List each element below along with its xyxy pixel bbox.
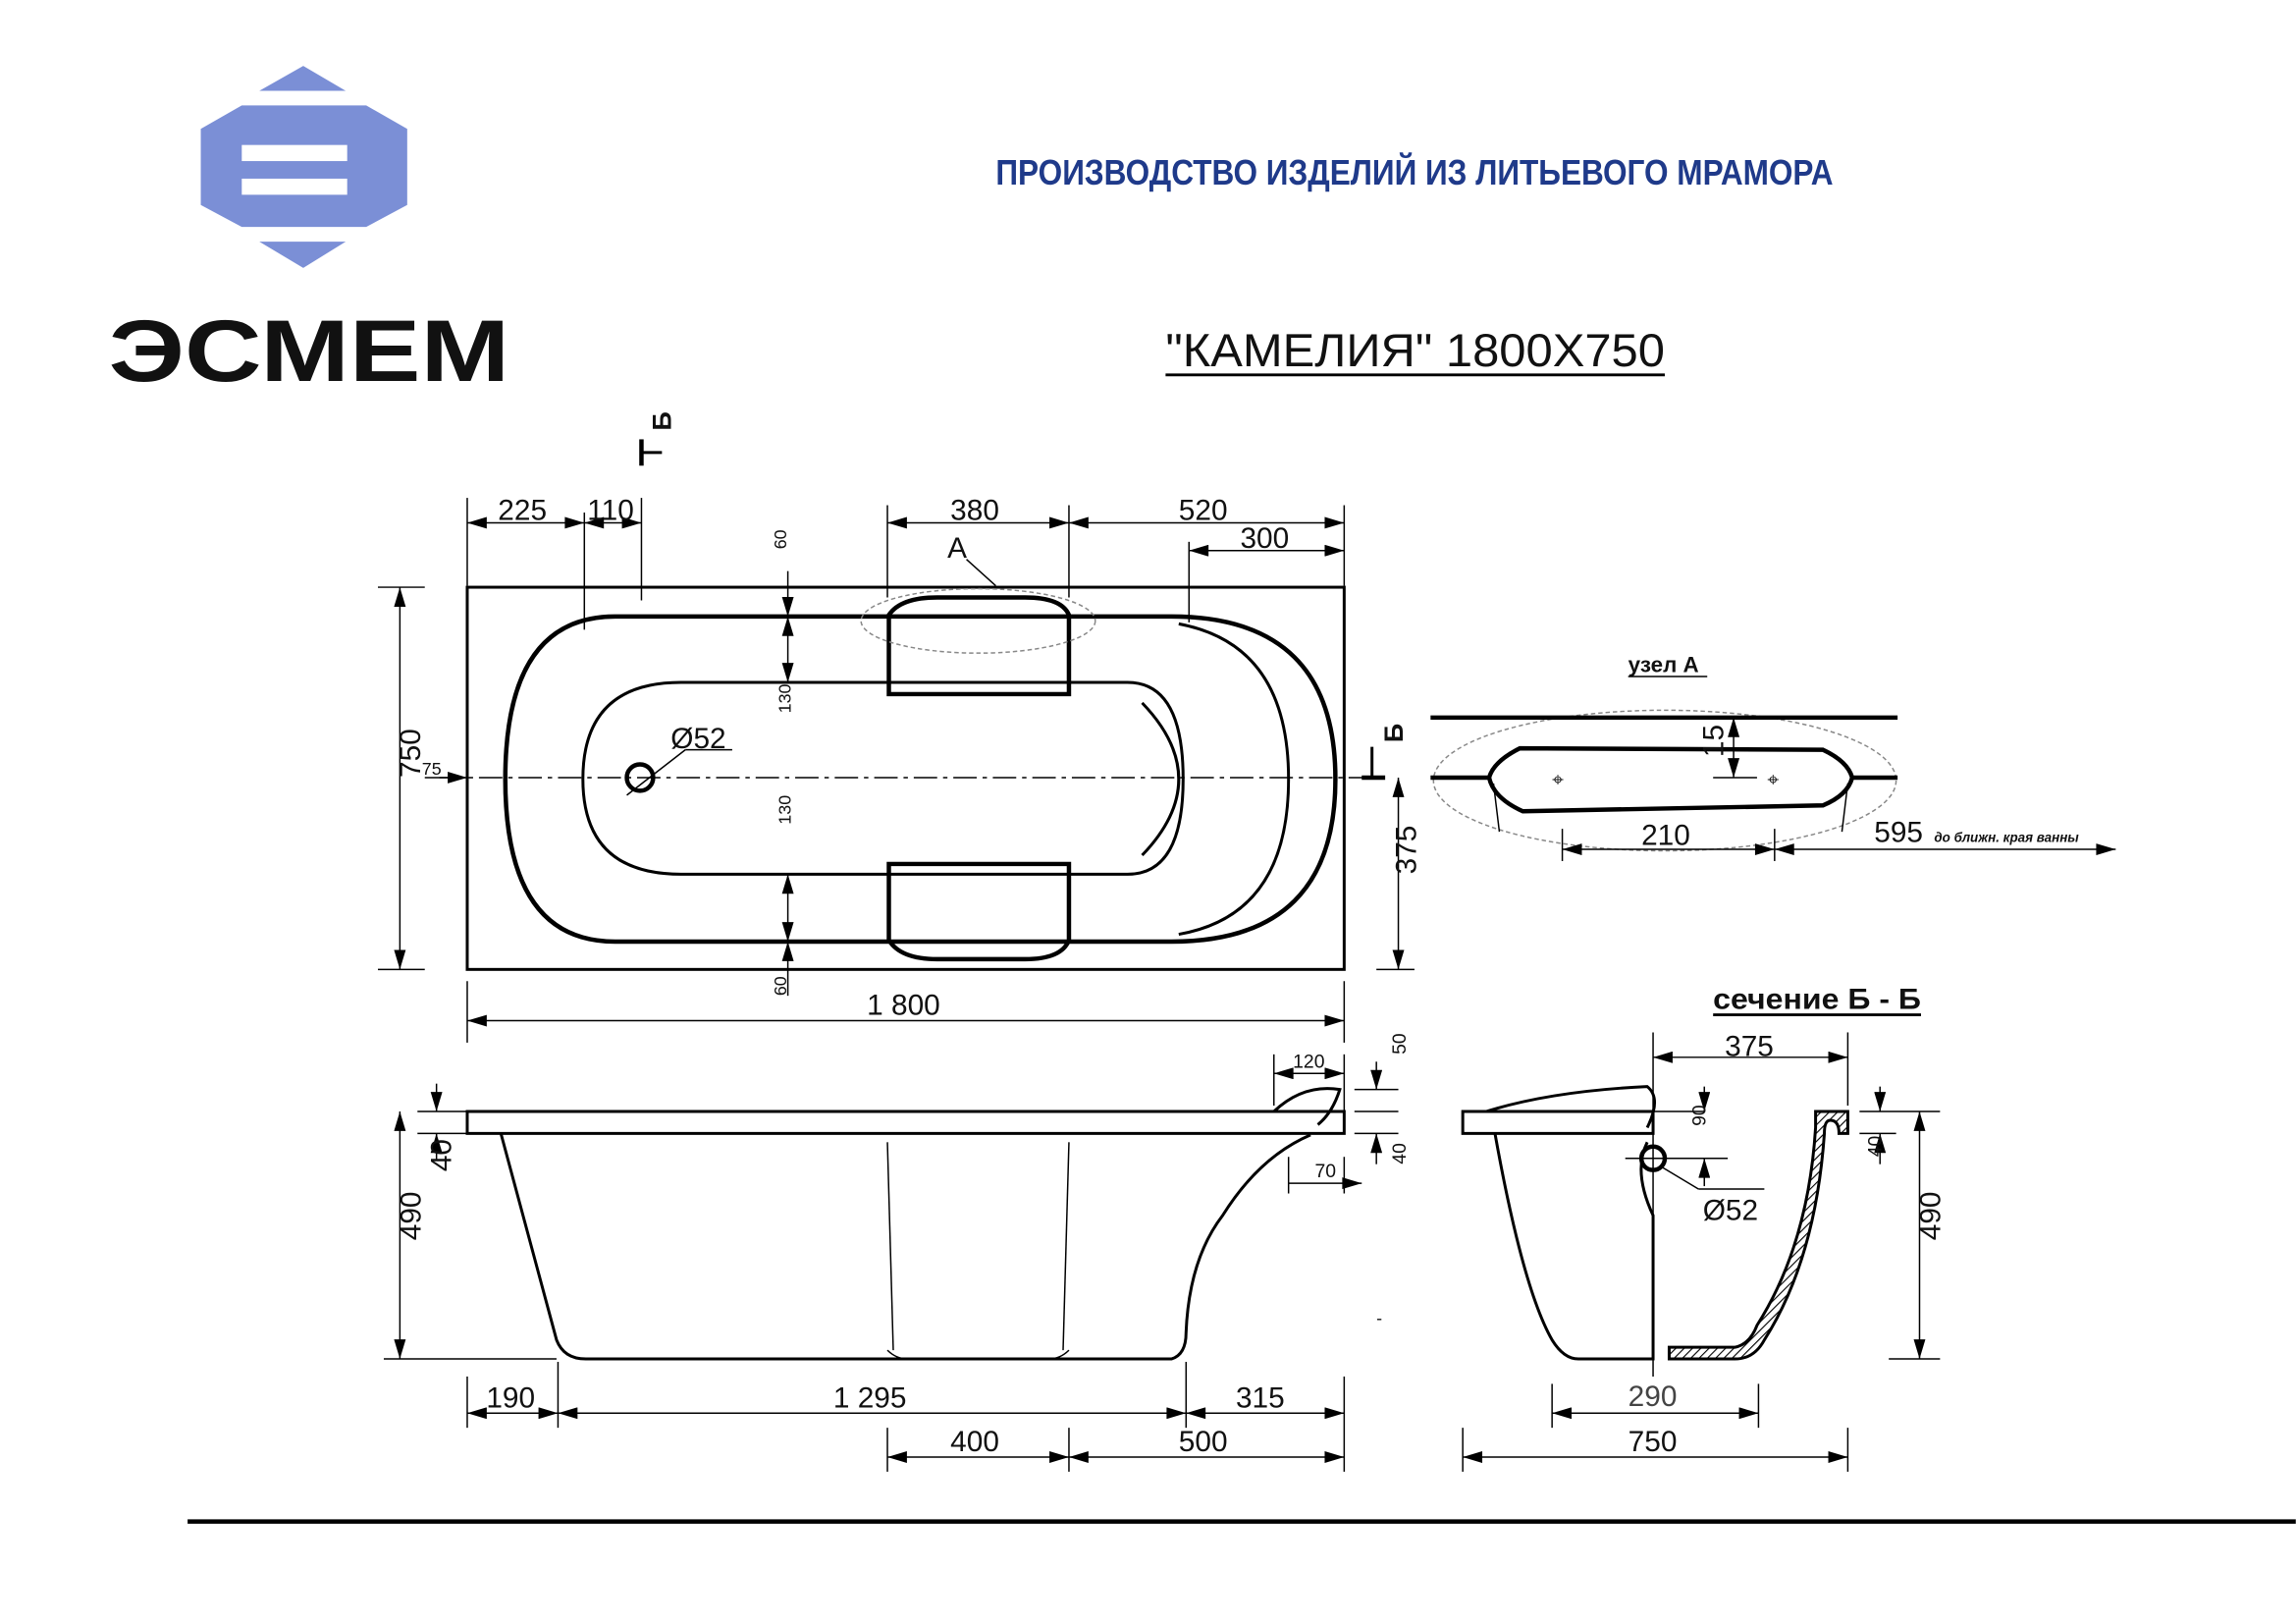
section-mark-side: Б <box>1379 724 1409 742</box>
dim-500: 500 <box>1179 1426 1228 1458</box>
dim-130-top: 130 <box>775 683 795 713</box>
dim-210: 210 <box>1641 820 1690 852</box>
dim-70: 70 <box>1315 1161 1337 1182</box>
section-view: сечение Б - Б 375 90 Ø52 40 490 290 750 <box>1461 984 1947 1472</box>
top-view: Ø52 A Б Б 225 110 380 520 <box>378 411 1422 1043</box>
dim-40: 40 <box>426 1139 458 1171</box>
mount-hole-icon: ⌖ <box>1767 769 1779 791</box>
dim-60-top: 60 <box>771 529 790 549</box>
dim-130-bottom: 130 <box>775 795 795 825</box>
logo-wordmark: ЭСМЕМ <box>109 301 510 400</box>
company-logo: ЭСМЕМ <box>109 66 510 400</box>
dim-60-bottom: 60 <box>771 976 790 996</box>
section-title: сечение Б - Б <box>1713 984 1921 1016</box>
drain-diameter-label: Ø52 <box>670 723 725 755</box>
dim-190: 190 <box>486 1381 535 1414</box>
section-mark-top: Б <box>647 411 676 430</box>
stray-mark: - <box>1376 1308 1382 1327</box>
dim-225: 225 <box>498 494 547 526</box>
dim-15: 15 <box>1698 725 1731 757</box>
dim-1295: 1 295 <box>833 1381 907 1414</box>
product-title: "КАМЕЛИЯ" 1800X750 <box>1165 325 1665 377</box>
node-a-title: узел А <box>1629 653 1699 677</box>
dim-315: 315 <box>1236 1381 1285 1414</box>
node-a-marker: A <box>947 532 967 565</box>
logo-emblem-icon <box>200 66 407 268</box>
dim-375: 375 <box>1390 826 1422 875</box>
side-view: 40 490 120 50 40 70 190 1 295 315 400 50… <box>383 1033 1411 1472</box>
dim-400: 400 <box>950 1426 999 1458</box>
dim-50: 50 <box>1389 1033 1411 1055</box>
dim-40-section: 40 <box>1865 1135 1887 1157</box>
dim-120: 120 <box>1293 1051 1325 1072</box>
dim-750: 750 <box>395 729 427 778</box>
dim-375-section: 375 <box>1725 1030 1774 1062</box>
node-a-detail: узел А ⌖ ⌖ 15 210 595 до ближн. края ван… <box>1430 653 2116 861</box>
dim-1800: 1 800 <box>867 990 940 1022</box>
dim-290: 290 <box>1629 1380 1678 1413</box>
dim-520: 520 <box>1179 494 1228 526</box>
dim-380: 380 <box>950 494 999 526</box>
mount-hole-icon: ⌖ <box>1552 769 1564 791</box>
dim-75: 75 <box>422 759 442 779</box>
dim-490: 490 <box>395 1191 427 1240</box>
dim-750-section: 750 <box>1629 1426 1678 1458</box>
dim-595-note: до ближн. края ванны <box>1934 831 2079 845</box>
dim-110: 110 <box>587 494 634 526</box>
dim-490-section: 490 <box>1914 1191 1947 1240</box>
dim-90: 90 <box>1689 1105 1711 1126</box>
dim-40-rim: 40 <box>1389 1143 1411 1164</box>
drain-diameter-section: Ø52 <box>1703 1194 1758 1226</box>
header-title: ПРОИЗВОДСТВО ИЗДЕЛИЙ ИЗ ЛИТЬЕВОГО МРАМОР… <box>995 153 1833 192</box>
dim-300: 300 <box>1240 522 1289 555</box>
dim-595: 595 <box>1874 817 1923 849</box>
